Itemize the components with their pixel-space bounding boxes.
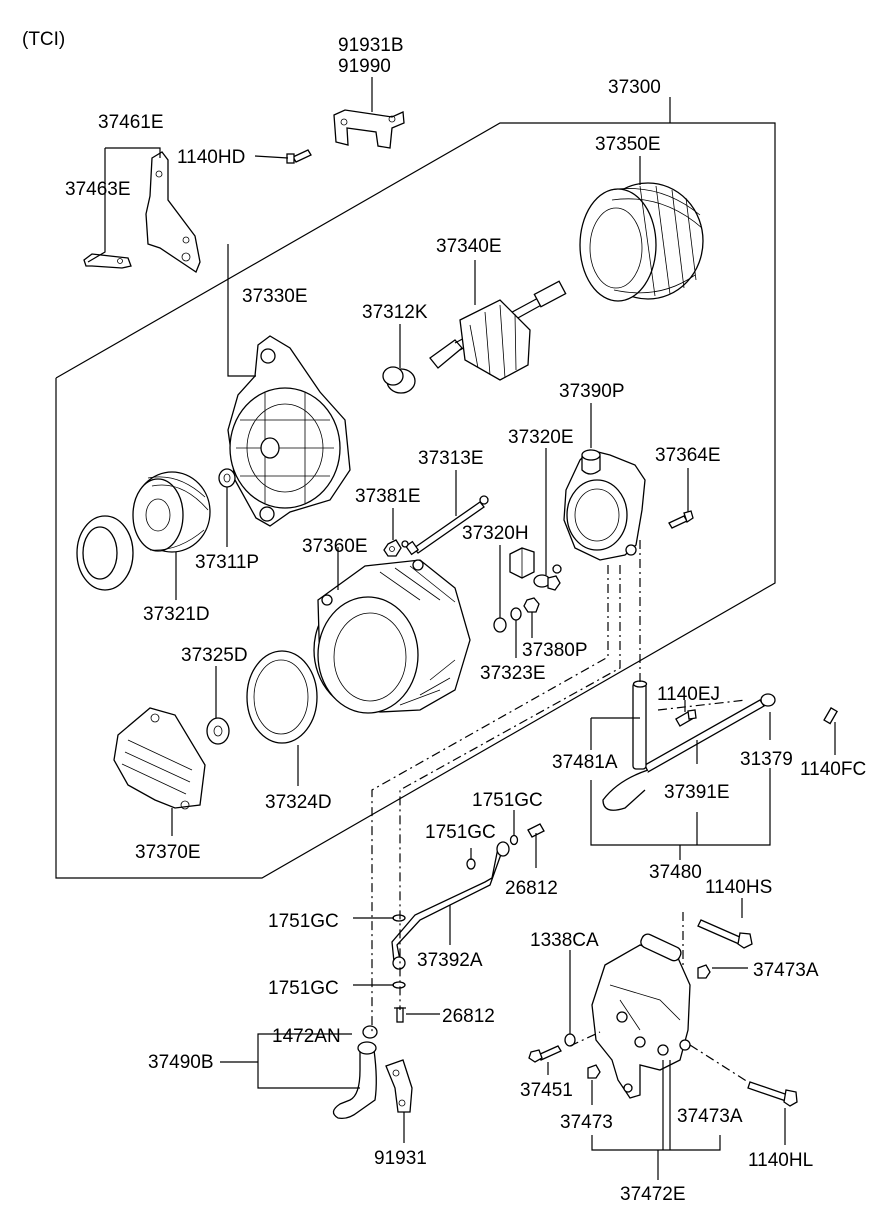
label-1140hd: 1140HD: [177, 147, 245, 168]
vacuum-pump-37390p-drawing: [563, 449, 646, 561]
washer-37325d-drawing: [206, 717, 230, 745]
stator-housing-37360e-drawing: [313, 559, 471, 714]
mounting-bracket-37472e-drawing: [591, 933, 691, 1099]
label-37463e: 37463E: [65, 179, 131, 200]
nut-37381e-drawing: [383, 539, 409, 557]
label-1140fc: 1140FC: [800, 759, 866, 780]
bolt-37364e-drawing: [668, 510, 694, 529]
hose-37481a-drawing: [632, 680, 648, 770]
label-37391e: 37391E: [664, 782, 730, 803]
label-26812-b: 26812: [442, 1006, 495, 1027]
bracket-91931-drawing: [385, 1059, 413, 1113]
label-37340e: 37340E: [436, 236, 502, 257]
label-37480: 37480: [649, 862, 702, 883]
brush-holder-37320h-drawing: [509, 547, 535, 579]
label-1751gc-c: 1751GC: [268, 911, 339, 932]
assembly-boundary-37300: [55, 97, 776, 879]
front-housing-37330e-drawing: [227, 335, 351, 527]
gasket-37324d-drawing: [246, 650, 318, 744]
label-37325d: 37325D: [181, 645, 248, 666]
label-37364e: 37364E: [655, 445, 721, 466]
label-37370e: 37370E: [135, 842, 201, 863]
bracket-91931b-drawing: [333, 109, 405, 149]
label-37313e: 37313E: [418, 448, 484, 469]
label-37323e: 37323E: [480, 663, 546, 684]
label-1751gc-d: 1751GC: [268, 978, 339, 999]
leader-lines: [87, 77, 836, 1180]
bolt-37451-drawing: [528, 1045, 562, 1063]
label-37381e: 37381E: [355, 486, 421, 507]
bolt-26812-a-drawing: [527, 823, 545, 868]
part-labels: (TCI) 91931B 91990 37300 37461E 1140HD 3…: [22, 29, 866, 1205]
label-37300: 37300: [608, 77, 661, 98]
bolt-1140hl-drawing: [747, 1081, 798, 1107]
rotor-37340e-drawing: [429, 280, 567, 381]
bolt-1140fc-drawing: [823, 707, 838, 725]
pulley-37321d-drawing: [132, 471, 211, 553]
label-37461e: 37461E: [98, 112, 164, 133]
through-bolt-37313e-drawing: [404, 495, 489, 556]
label-37392a: 37392A: [417, 950, 483, 971]
label-1140hs: 1140HS: [705, 877, 772, 898]
regulator-37370e-drawing: [113, 707, 206, 810]
spacer-ring-drawing: [76, 515, 134, 591]
oil-pipe-37391e-drawing: [602, 693, 776, 811]
label-91990: 91990: [338, 56, 391, 77]
label-91931: 91931: [374, 1148, 427, 1169]
variant-label: (TCI): [22, 29, 65, 50]
label-31379: 31379: [740, 749, 793, 770]
label-37490b: 37490B: [148, 1052, 214, 1073]
label-37312k: 37312K: [362, 302, 428, 323]
nuts-37323e-37380p-drawing: [493, 564, 562, 633]
label-1338ca: 1338CA: [530, 930, 599, 951]
pulley-37350e-drawing: [579, 182, 704, 302]
label-37321d: 37321D: [143, 604, 210, 625]
label-1751gc-a: 1751GC: [472, 790, 543, 811]
label-37324d: 37324D: [265, 792, 332, 813]
label-1140hl: 1140HL: [748, 1150, 813, 1171]
assembly-dash-lines: [371, 540, 749, 1083]
bolt-26812-b-drawing: [394, 1007, 406, 1023]
washer-37311p-drawing: [218, 468, 236, 488]
label-37360e: 37360E: [302, 536, 368, 557]
label-37481a: 37481A: [552, 752, 618, 773]
label-37311p: 37311P: [195, 552, 259, 573]
label-37472e: 37472E: [620, 1184, 686, 1205]
bearing-37312k-drawing: [382, 366, 416, 394]
hose-37490b-drawing: [332, 1041, 377, 1120]
label-37320h: 37320H: [462, 523, 529, 544]
pipe-37392a-drawing: [391, 841, 510, 970]
label-26812-a: 26812: [505, 878, 558, 899]
label-1751gc-b: 1751GC: [425, 822, 496, 843]
nut-37473a-drawing: [697, 964, 711, 979]
label-37473a-b: 37473A: [677, 1106, 743, 1127]
label-37473a-a: 37473A: [753, 960, 819, 981]
clamp-1472an-drawing: [362, 1025, 378, 1039]
label-37473: 37473: [560, 1112, 613, 1133]
nut-37473-drawing: [587, 1064, 601, 1079]
label-91931b: 91931B: [338, 35, 404, 56]
label-37330e: 37330E: [242, 286, 308, 307]
label-37390p: 37390P: [559, 381, 625, 402]
label-1140ej: 1140EJ: [657, 684, 720, 705]
bracket-37463e-drawing: [83, 253, 132, 269]
label-37451: 37451: [520, 1080, 573, 1101]
bolt-1140ej-drawing: [675, 709, 697, 727]
bolt-1140hd-drawing: [286, 149, 312, 164]
bracket-37461e-drawing: [145, 151, 201, 273]
label-1472an: 1472AN: [272, 1026, 341, 1047]
label-37320e: 37320E: [508, 427, 574, 448]
bolt-1140hs-drawing: [697, 919, 753, 949]
label-37350e: 37350E: [595, 134, 661, 155]
label-37380p: 37380P: [522, 640, 588, 661]
